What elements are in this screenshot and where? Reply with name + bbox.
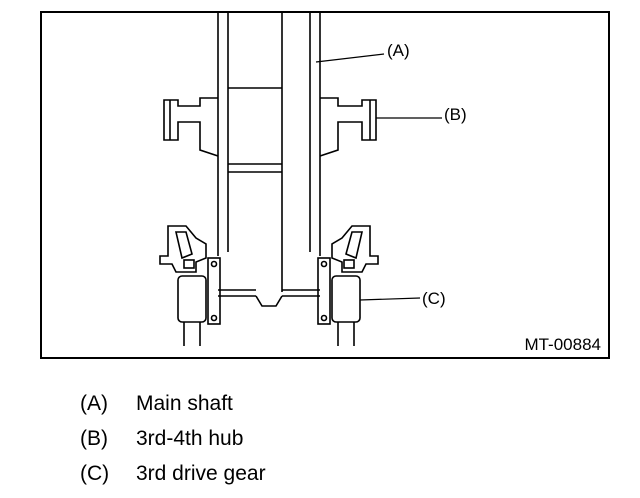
figure-id: MT-00884	[524, 335, 601, 354]
legend-text: 3rd drive gear	[136, 461, 266, 485]
callout-c: (C)	[422, 289, 446, 308]
legend-item: (A) Main shaft	[80, 386, 266, 421]
synchro-right	[331, 225, 379, 273]
legend-item: (C) 3rd drive gear	[80, 456, 266, 491]
legend-text: Main shaft	[136, 391, 233, 415]
callout-b: (B)	[444, 105, 467, 124]
legend: (A) Main shaft (B) 3rd-4th hub (C) 3rd d…	[80, 386, 266, 491]
drive-gear-left	[177, 257, 221, 346]
hub-left	[163, 97, 219, 157]
drawing	[159, 12, 442, 346]
main-shaft	[217, 12, 321, 307]
legend-text: 3rd-4th hub	[136, 426, 244, 450]
callout-a: (A)	[387, 41, 410, 60]
legend-key: (C)	[80, 461, 110, 485]
leader-line-a	[315, 53, 385, 63]
legend-key: (A)	[80, 391, 108, 415]
synchro-left	[159, 225, 207, 273]
legend-key: (B)	[80, 426, 108, 450]
figure-frame	[40, 11, 610, 359]
hub-right	[319, 97, 377, 157]
legend-item: (B) 3rd-4th hub	[80, 421, 266, 456]
drive-gear-right	[317, 257, 361, 346]
transmission-diagram: (A) (B) (C) MT-00884	[40, 11, 610, 359]
leader-line-c	[359, 297, 421, 301]
